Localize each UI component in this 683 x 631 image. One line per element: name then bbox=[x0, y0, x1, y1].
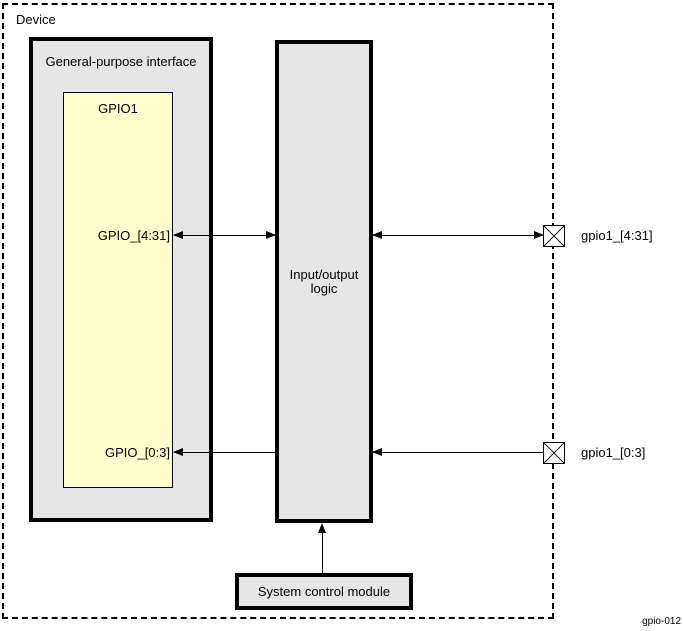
gpio-signal-label-0-3: GPIO_[0:3] bbox=[104, 445, 170, 460]
arrowhead-left-icon bbox=[372, 231, 382, 239]
io-logic-title: Input/output logic bbox=[289, 266, 359, 296]
pad-label-gpio1-0-3: gpio1_[0:3] bbox=[581, 445, 646, 460]
input-arrow-pad-0-3-to-iologic bbox=[372, 448, 543, 456]
arrowhead-left-icon bbox=[173, 231, 183, 239]
device-label: Device bbox=[16, 12, 56, 27]
io-logic-block: Input/output logic bbox=[275, 40, 373, 523]
gpio1-title: GPIO1 bbox=[98, 101, 138, 116]
system-control-module-block: System control module bbox=[235, 573, 413, 610]
io-pad-icon bbox=[543, 225, 565, 247]
bidirectional-arrow-gpio-to-iologic bbox=[173, 231, 276, 239]
system-control-module-title: System control module bbox=[257, 583, 391, 599]
input-arrow-iologic-to-gpio bbox=[173, 448, 275, 456]
general-purpose-interface-title: General-purpose interface bbox=[45, 54, 197, 69]
gpio-signal-label-4-31: GPIO_[4:31] bbox=[97, 228, 170, 243]
io-pad-icon bbox=[543, 442, 565, 464]
arrowhead-up-icon bbox=[318, 523, 326, 533]
device-boundary bbox=[2, 3, 554, 619]
gpio1-block bbox=[63, 92, 173, 488]
bidirectional-arrow-iologic-to-pad-4-31 bbox=[372, 231, 544, 239]
arrowhead-right-icon bbox=[534, 231, 544, 239]
pad-label-gpio1-4-31: gpio1_[4:31] bbox=[581, 228, 653, 243]
arrowhead-left-icon bbox=[372, 448, 382, 456]
arrowhead-right-icon bbox=[266, 231, 276, 239]
figure-caption: gpio-012 bbox=[642, 616, 681, 627]
arrow-scm-to-iologic bbox=[322, 532, 323, 573]
arrowhead-left-icon bbox=[173, 448, 183, 456]
